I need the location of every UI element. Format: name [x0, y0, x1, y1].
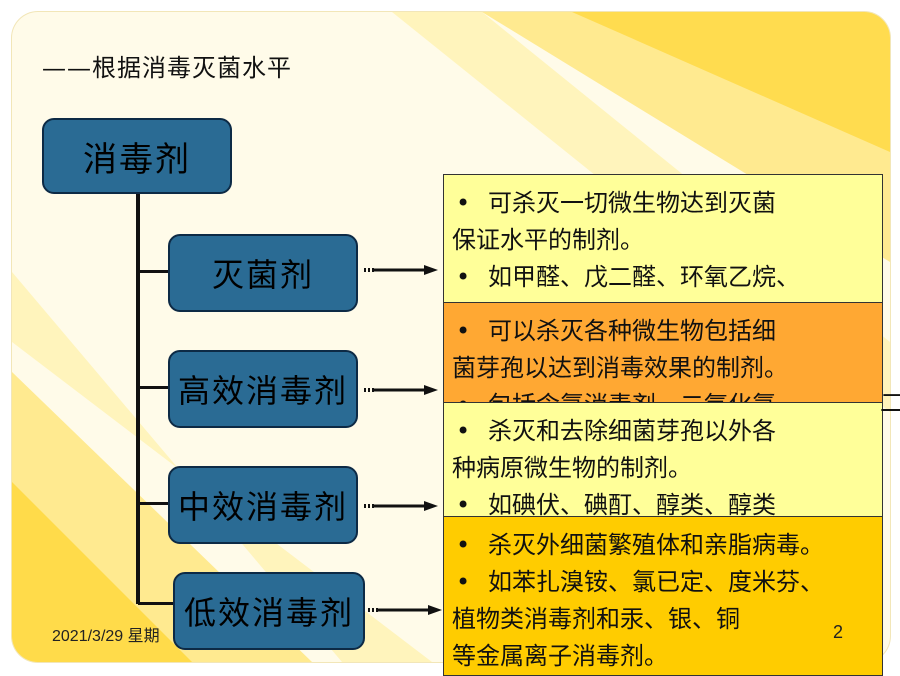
- overflow-text: 二: [880, 389, 900, 417]
- branch-line-3: [138, 502, 170, 505]
- description-text: 包括含氯消毒剂、二氧化氯: [488, 391, 776, 406]
- subtitle: ——根据消毒灭菌水平: [42, 54, 292, 82]
- description-line: • 如苯扎溴铵、氯已定、度米芬、: [452, 564, 876, 601]
- bullet-icon: •: [456, 568, 471, 596]
- bullet-icon: •: [456, 189, 471, 217]
- description-box-low-level: • 杀灭外细菌繁殖体和亲脂病毒。 • 如苯扎溴铵、氯已定、度米芬、植物类消毒剂和汞、银…: [443, 516, 883, 676]
- bullet-icon: •: [456, 417, 471, 445]
- arrow-icon: [364, 385, 438, 395]
- description-line: • 杀灭外细菌繁殖体和亲脂病毒。: [452, 527, 876, 564]
- category-node-sterilant: 灭菌剂: [168, 234, 358, 312]
- description-text: 等金属离子消毒剂。: [452, 642, 668, 670]
- arrow-icon: [364, 501, 438, 511]
- bullet-icon: •: [456, 263, 471, 291]
- description-line: 菌芽孢以达到消毒效果的制剂。: [452, 350, 876, 387]
- description-line: • 包括含氯消毒剂、二氧化氯: [452, 387, 876, 406]
- description-text: 如苯扎溴铵、氯已定、度米芬、: [488, 568, 824, 596]
- description-text: 如甲醛、戊二醛、环氧乙烷、: [488, 263, 800, 291]
- description-line: • 杀灭和去除细菌芽孢以外各: [452, 413, 876, 450]
- page-number: 2: [833, 622, 844, 642]
- category-node-high-level: 高效消毒剂: [168, 350, 358, 428]
- branch-line-2: [138, 386, 170, 389]
- description-text: 可以杀灭各种微生物包括细: [488, 317, 776, 345]
- description-text: 可杀灭一切微生物达到灭菌: [488, 189, 776, 217]
- description-text: 杀灭和去除细菌芽孢以外各: [488, 417, 776, 445]
- bullet-icon: •: [456, 491, 471, 518]
- bullet-icon: •: [456, 391, 471, 406]
- footer-date: 2021/3/29 星期: [52, 628, 160, 645]
- branch-line-4: [138, 602, 176, 605]
- description-box-high-level: • 可以杀灭各种微生物包括细菌芽孢以达到消毒效果的制剂。 • 包括含氯消毒剂、二氧化氯: [443, 302, 883, 406]
- description-text: 杀灭外细菌繁殖体和亲脂病毒。: [488, 531, 824, 559]
- description-text: 保证水平的制剂。: [452, 226, 644, 254]
- description-line: • 如碘伏、碘酊、醇类、醇类: [452, 487, 876, 518]
- arrow-icon: [368, 605, 442, 615]
- description-line: • 可以杀灭各种微生物包括细: [452, 313, 876, 350]
- arrow-icon: [364, 265, 438, 275]
- description-box-intermediate-level: • 杀灭和去除细菌芽孢以外各种病原微生物的制剂。 • 如碘伏、碘酊、醇类、醇类: [443, 402, 883, 518]
- bullet-icon: •: [456, 531, 471, 559]
- description-text: 种病原微生物的制剂。: [452, 454, 692, 482]
- category-node-intermediate-level: 中效消毒剂: [168, 466, 358, 544]
- description-line: 植物类消毒剂和汞、银、铜: [452, 601, 876, 638]
- description-text: 植物类消毒剂和汞、银、铜: [452, 605, 740, 633]
- category-node-low-level: 低效消毒剂: [173, 572, 365, 650]
- description-line: 种病原微生物的制剂。: [452, 450, 876, 487]
- branch-line-1: [138, 270, 170, 273]
- description-text: 菌芽孢以达到消毒效果的制剂。: [452, 354, 788, 382]
- description-line: • 可杀灭一切微生物达到灭菌: [452, 185, 876, 222]
- root-node: 消毒剂: [42, 118, 232, 194]
- description-line: 等金属离子消毒剂。: [452, 638, 876, 675]
- description-text: 如碘伏、碘酊、醇类、醇类: [488, 491, 776, 518]
- tree-trunk-line: [136, 194, 140, 604]
- bullet-icon: •: [456, 317, 471, 345]
- description-line: 保证水平的制剂。: [452, 222, 876, 259]
- description-line: • 如甲醛、戊二醛、环氧乙烷、: [452, 259, 876, 296]
- description-box-sterilant: • 可杀灭一切微生物达到灭菌保证水平的制剂。 • 如甲醛、戊二醛、环氧乙烷、: [443, 174, 883, 304]
